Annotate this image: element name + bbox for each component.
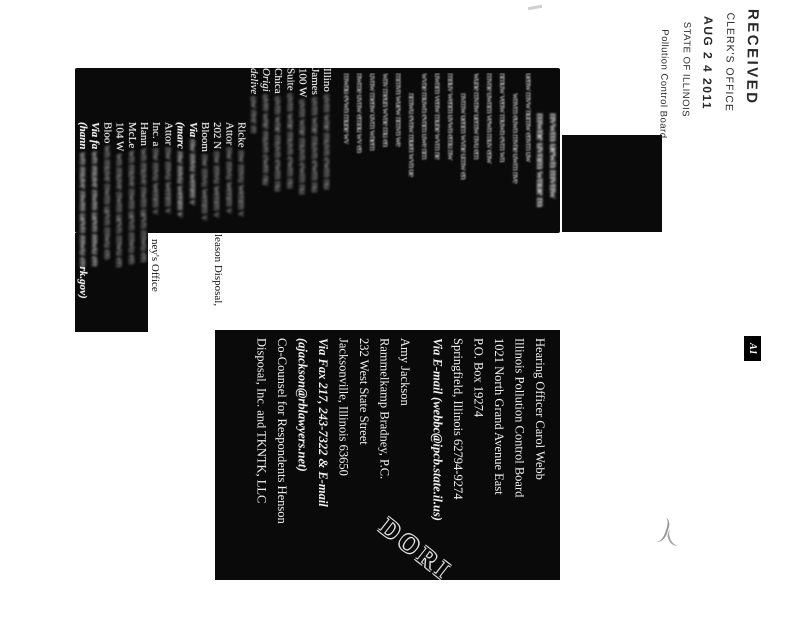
stamp-date-line: AUG 2 4 2011 xyxy=(699,15,716,111)
scribble-line: nwme uvnw emnu wv en xyxy=(354,73,364,153)
service-line-fragment: Suite uvm wne muvn ewm nu xyxy=(284,68,297,188)
scan-black-region-right-extension xyxy=(562,135,662,232)
scribble-line: nmuw venw muwn evm wn xyxy=(497,73,507,162)
service-line: Jacksonville, Illinois 63650 xyxy=(336,338,351,476)
service-line-fragment: Attor nw mvu wenm v xyxy=(223,122,236,214)
service-line: 232 West State Street xyxy=(357,338,371,445)
service-line: Amy Jackson xyxy=(398,338,412,406)
service-line-fragment: McLe wn muve nwm uevn mwu en xyxy=(125,122,138,265)
scribble-line: mmvn wuew nmvn we xyxy=(393,73,403,147)
service-line-fragment: Ricke nw mvu wenm v xyxy=(235,122,248,216)
scribble-line: mwne uvnm wnue m xyxy=(534,113,548,207)
scribble-line: nvwm uewn mvnw xyxy=(547,113,560,198)
line-continuation-attorneys-office: ney's Office xyxy=(149,239,161,292)
scan-black-region-main xyxy=(75,68,560,233)
service-line: Rammelkamp Bradney, P.C. xyxy=(377,338,392,480)
received-stamp: RECEIVED CLERK'S OFFICE AUG 2 4 2011 STA… xyxy=(638,3,763,183)
service-line: (ajackson@rblawyers.net) xyxy=(295,338,310,472)
service-line-fragment: delive uw nve m xyxy=(247,68,260,134)
service-line: 1021 North Grand Avenue East xyxy=(492,338,506,495)
service-list-right: Hearing Officer Carol Webb Illinois Pollu… xyxy=(215,330,560,580)
line-continuation-gleason-disposal: leason Disposal, xyxy=(212,234,224,307)
service-line-fragment: Chica uvm wne muvn ewm nu xyxy=(272,68,285,191)
service-line-fragment: 100 W uvm wne muvn ewm nu xyxy=(296,68,309,195)
stamp-received-line: RECEIVED xyxy=(742,8,762,106)
scribble-line: mnuv wenm uvwn emu nw xyxy=(445,73,455,160)
service-line-fragment: Bloom nw mvu wenm v xyxy=(198,122,211,220)
exhibit-tag: A1 xyxy=(744,336,761,361)
scribble-line: nmwu evnw muen wvn ue xyxy=(406,93,416,177)
service-line-fragment: James uvm wne muvn ewm nu xyxy=(308,68,321,192)
scribble-line: uenw mvw numw envm uw xyxy=(523,73,533,162)
service-line-fragment: Attor nw mvu wenm v xyxy=(162,122,175,214)
scan-black-region-left-lower xyxy=(75,233,148,332)
service-line: Illinois Pollution Control Board xyxy=(512,338,527,498)
scribble-line: nvmw uenm wvne umw en xyxy=(458,93,468,180)
stamp-state-line: STATE OF ILLINOIS xyxy=(679,21,693,118)
service-line: Via E-mail (webbc@ipcb.state.il.us) xyxy=(430,338,445,521)
service-line-fragment: Bloo wn muve nwm uevn mwu en xyxy=(101,122,114,260)
service-line: Co-Counsel for Respondents Henson xyxy=(275,338,289,524)
scribble-line: wune mvnw uemw nvu em xyxy=(471,73,481,160)
service-line-fragment: Via nw mvu wenm v xyxy=(186,122,199,205)
scribble-line: wvne muwn evnm uwe nm xyxy=(419,73,429,160)
service-line: Springfield, Illinois 62794-9274 xyxy=(451,338,465,500)
service-line-fragment: (marc nw mvu wenm v xyxy=(174,122,187,217)
service-line: Via Fax 217, 243-7322 & E-mail xyxy=(316,338,330,507)
service-line-fragment: Via fa wn muve nwm uevn mwu en xyxy=(89,122,102,267)
service-line-fragment: Hann wn muve nwm uevn mwu en xyxy=(137,122,150,262)
service-line: Disposal, Inc. and TKNTK, LLC xyxy=(254,338,269,504)
service-line-fragment: Illino uvm wne muvn ewm nu xyxy=(321,68,333,189)
service-line-fragment: 202 N nw mvu wenm v xyxy=(211,122,224,218)
scribble-line: mvne uwnm vewn muv enw xyxy=(484,73,494,164)
stamp-clerks-office-line: CLERK'S OFFICE xyxy=(722,12,737,113)
service-line-fragment: 104 W wn muve nwm uevn mwu en xyxy=(113,122,126,268)
scribble-line: mwnu evwn mune wv xyxy=(341,73,351,144)
scan-speck-artifact xyxy=(527,4,543,11)
service-line-fragment: Origi uvm wne muvn ewm nu xyxy=(259,68,272,185)
stamp-board-line: Pollution Control Board xyxy=(657,29,671,139)
service-line: Hearing Officer Carol Webb xyxy=(533,338,547,480)
service-line: P.O. Box 19274 xyxy=(471,338,486,418)
scribble-line: wnvm euwn mvne uwm nve xyxy=(510,93,520,184)
scribble-line: uvnw menw uvm wnem xyxy=(367,73,377,151)
scribble-line: uwnm venw mune wvm ne xyxy=(432,73,442,160)
service-line-fragment: (hann wn muve nwm uevn mwu enrk.gov) xyxy=(76,122,89,299)
service-line-fragment: Inc. a nw mvu wenm v xyxy=(150,122,163,215)
scribble-line: wnv meun wvne mu en xyxy=(380,73,390,147)
